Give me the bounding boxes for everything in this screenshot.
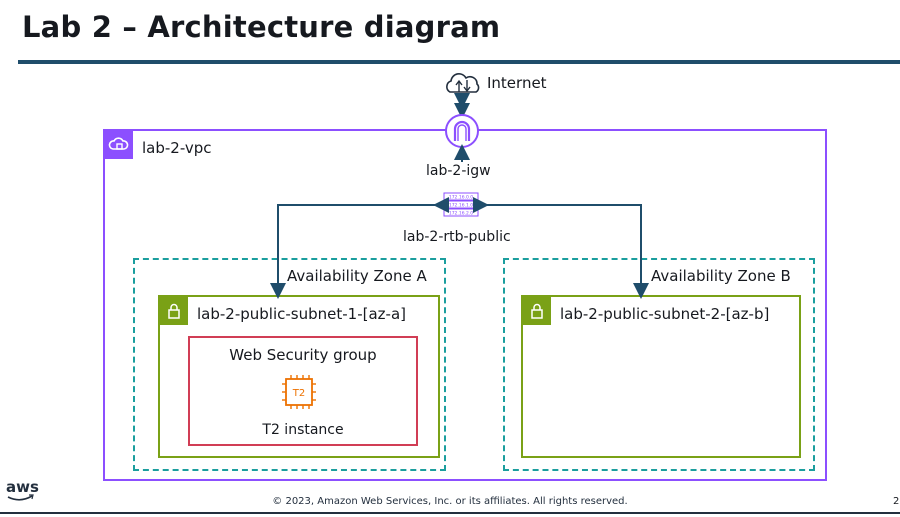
route-row-1: 172.16.0.0 [449,195,473,201]
availability-zone-b-label: Availability Zone B [651,267,791,285]
security-group-label: Web Security group [229,346,377,364]
vpc-label: lab-2-vpc [142,139,212,157]
instance-chip-text: T2 [292,388,305,399]
instance-label: T2 instance [262,422,344,438]
route-to-subnet-a-arrow [270,197,449,299]
title-divider [18,60,900,64]
public-subnet-1-label: lab-2-public-subnet-1-[az-a] [197,305,406,323]
igw-label: lab-2-igw [426,163,491,179]
lock-icon [160,297,188,325]
public-subnet-2-label: lab-2-public-subnet-2-[az-b] [560,305,770,323]
public-subnet-1 [158,295,440,458]
page-number: 2 [893,496,900,507]
internet-gateway-icon [445,114,479,148]
aws-smile-icon [7,495,33,501]
route-row-3: 172.16.2.0 [449,211,473,217]
route-table-label: lab-2-rtb-public [403,229,511,245]
ec2-instance-icon: T2 [282,375,316,409]
route-to-subnet-b-arrow [473,197,649,299]
lock-icon [523,297,551,325]
route-table-icon: 172.16.0.0 172.16.1.0 172.16.2.0 [443,192,479,217]
aws-logo: aws [6,478,39,496]
footer-divider [0,512,900,514]
route-row-2: 172.16.1.0 [449,203,473,209]
availability-zone-b [503,258,815,471]
vpc-icon [105,131,133,159]
web-security-group: Web Security group T2 instance [188,336,418,446]
footer-copyright: © 2023, Amazon Web Services, Inc. or its… [272,496,628,507]
internet-label: Internet [487,74,547,92]
page-title: Lab 2 – Architecture diagram [22,10,501,44]
cloud-icon [446,73,480,93]
public-subnet-2 [521,295,801,458]
